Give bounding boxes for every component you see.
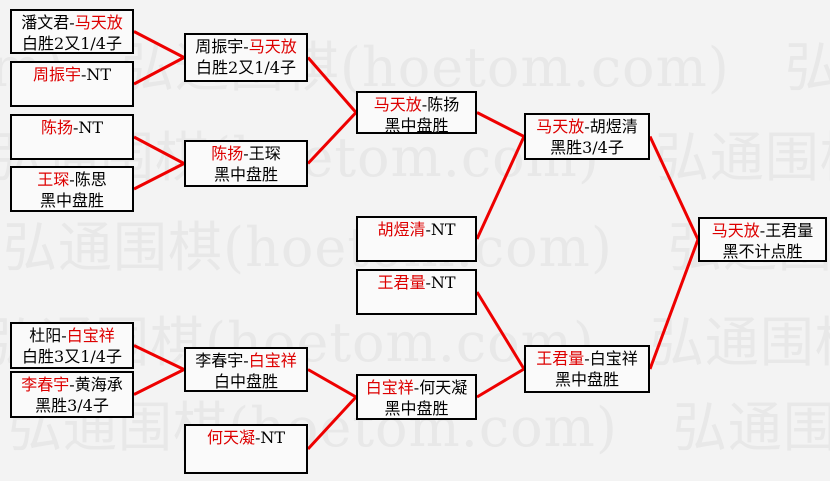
match-players: 李春宇-黄海承: [21, 375, 123, 394]
player-name: 王君量: [377, 273, 426, 292]
match-players: 白宝祥-何天凝: [365, 378, 468, 397]
player-name: 何天凝: [419, 378, 468, 397]
player-name: 陈思: [74, 170, 107, 189]
connector-line: [133, 135, 185, 165]
match-players: 陈扬-王琛: [211, 144, 281, 163]
connector-line: [133, 368, 185, 396]
match-box-r1m5: 杜阳-白宝祥白胜3又1/4子: [10, 322, 134, 369]
match-result: 黑不计点胜: [722, 242, 803, 261]
match-box-r1m4: 王琛-陈思黑中盘胜: [10, 166, 134, 212]
match-box-r3m2: 胡煜清-NT: [356, 216, 477, 262]
player-name: 周振宇: [195, 37, 244, 56]
player-name: NT: [430, 220, 456, 239]
match-box-r2m1: 周振宇-马天放白胜2又1/4子: [184, 33, 308, 82]
match-players: 周振宇-马天放: [195, 37, 297, 56]
connector-line: [648, 135, 700, 241]
player-name: 白宝祥: [66, 326, 115, 345]
match-box-r3m3: 王君量-NT: [356, 269, 477, 315]
match-box-r2m2: 陈扬-王琛黑中盘胜: [184, 140, 308, 187]
match-box-r1m3: 陈扬-NT: [10, 114, 134, 160]
player-name: 马天放: [248, 37, 297, 56]
match-result: 黑胜3/4子: [550, 138, 624, 157]
match-players: 马天放-王君量: [711, 221, 814, 240]
match-box-r2m4: 何天凝-NT: [184, 424, 308, 474]
player-name: 李春宇: [195, 351, 244, 370]
match-players: 李春宇-白宝祥: [195, 351, 297, 370]
player-name: 何天凝: [206, 428, 255, 447]
match-box-r1m2: 周振宇-NT: [10, 61, 134, 107]
player-name: 王君量: [765, 221, 814, 240]
connector-line: [306, 395, 358, 451]
player-name: 马天放: [373, 95, 422, 114]
player-name: 陈扬: [40, 118, 73, 137]
connector-line: [306, 56, 358, 114]
player-name: 白宝祥: [589, 349, 638, 368]
player-name: 陈扬: [211, 144, 244, 163]
match-players: 陈扬-NT: [40, 118, 104, 137]
player-name: 胡煜清: [589, 117, 638, 136]
match-players: 胡煜清-NT: [377, 220, 456, 239]
player-name: 马天放: [711, 221, 760, 240]
player-name: 李春宇: [21, 375, 70, 394]
match-players: 王君量-白宝祥: [536, 349, 638, 368]
match-players: 何天凝-NT: [206, 428, 286, 447]
player-name: 黄海承: [74, 375, 123, 394]
connector-line: [476, 367, 525, 399]
connector-line: [133, 344, 185, 371]
player-name: 潘文君: [21, 13, 70, 32]
player-name: NT: [260, 428, 286, 447]
match-players: 王琛-陈思: [37, 170, 107, 189]
connector-line: [306, 111, 358, 165]
player-name: NT: [430, 273, 456, 292]
match-result: 白胜2又1/4子: [22, 34, 122, 53]
match-result: 黑中盘胜: [213, 165, 278, 184]
match-box-r2m3: 李春宇-白宝祥白中盘胜: [184, 347, 308, 392]
match-box-r4m2: 王君量-白宝祥黑中盘胜: [524, 345, 650, 393]
match-result: 黑中盘胜: [384, 116, 449, 135]
player-name: 白宝祥: [248, 351, 297, 370]
player-name: 马天放: [74, 13, 123, 32]
match-result: 黑中盘胜: [554, 370, 619, 389]
match-result: 白胜3又1/4子: [22, 347, 122, 366]
match-players: 周振宇-NT: [32, 65, 112, 84]
player-name: 陈扬: [427, 95, 460, 114]
match-players: 潘文君-马天放: [21, 13, 123, 32]
match-box-r1m6: 李春宇-黄海承黑胜3/4子: [10, 371, 134, 418]
match-result: 黑中盘胜: [39, 191, 104, 210]
connector-line: [475, 135, 526, 240]
connector-line: [475, 291, 526, 370]
match-result: 白中盘胜: [213, 372, 278, 391]
player-name: 白宝祥: [365, 378, 414, 397]
connector-line: [307, 368, 357, 399]
match-box-r3m1: 马天放-陈扬黑中盘胜: [356, 91, 477, 135]
player-name: 王琛: [37, 170, 70, 189]
match-players: 马天放-胡煜清: [536, 117, 638, 136]
match-box-r1m1: 潘文君-马天放白胜2又1/4子: [10, 9, 134, 54]
match-result: 黑中盘胜: [384, 399, 449, 418]
match-result: 黑胜3/4子: [35, 396, 109, 415]
player-name: 王君量: [536, 349, 585, 368]
player-name: 杜阳: [29, 326, 62, 345]
match-result: 白胜2又1/4子: [196, 58, 296, 77]
player-name: 胡煜清: [377, 220, 426, 239]
player-name: 马天放: [536, 117, 585, 136]
match-players: 马天放-陈扬: [373, 95, 460, 114]
connector-line: [133, 30, 185, 59]
match-players: 杜阳-白宝祥: [29, 326, 115, 345]
player-name: 王琛: [248, 144, 281, 163]
match-box-r4m1: 马天放-胡煜清黑胜3/4子: [524, 113, 650, 160]
player-name: NT: [86, 65, 112, 84]
match-box-final: 马天放-王君量黑不计点胜: [698, 217, 827, 262]
connector-line: [648, 238, 700, 370]
connector-line: [133, 56, 185, 86]
match-box-r3m4: 白宝祥-何天凝黑中盘胜: [356, 374, 477, 420]
match-players: 王君量-NT: [377, 273, 456, 292]
player-name: 周振宇: [32, 65, 81, 84]
connector-line: [476, 111, 525, 138]
player-name: NT: [78, 118, 104, 137]
connector-line: [133, 162, 185, 191]
